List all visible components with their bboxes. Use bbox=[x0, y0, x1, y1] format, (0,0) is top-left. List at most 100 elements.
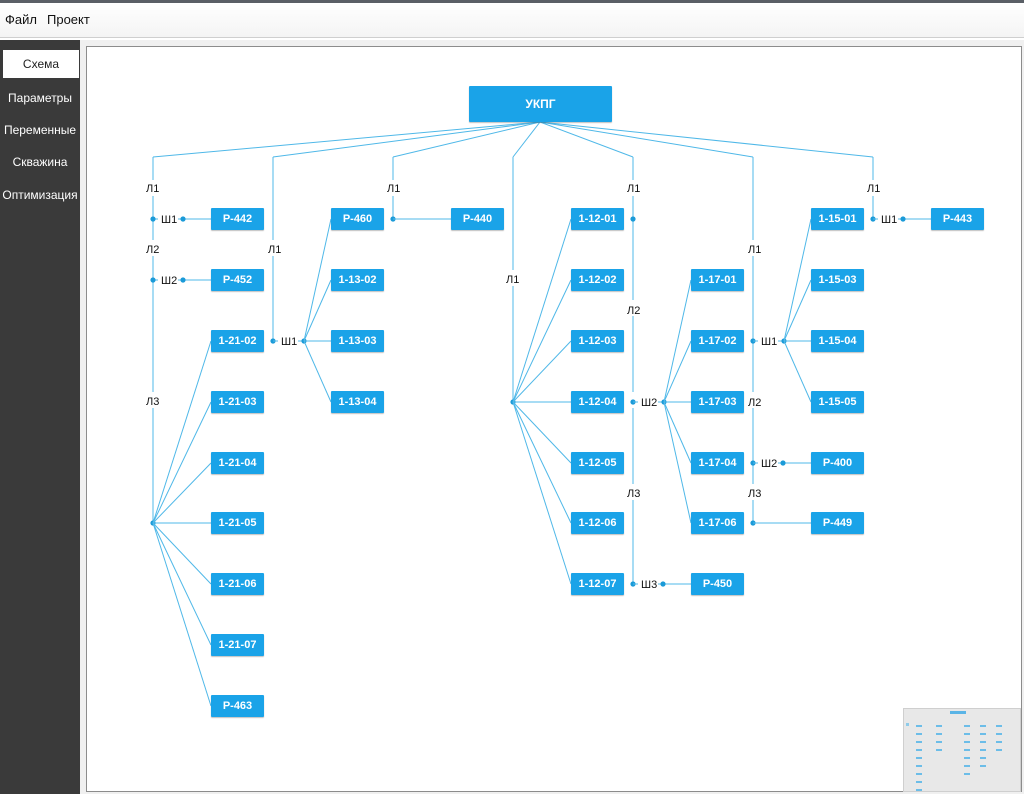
junction-dot bbox=[900, 216, 906, 222]
node-r440[interactable]: Р-440 bbox=[451, 208, 504, 230]
node-r442[interactable]: Р-442 bbox=[211, 208, 264, 230]
label-g-l1: Л1 bbox=[867, 183, 881, 195]
node-n1-17-06[interactable]: 1-17-06 bbox=[691, 512, 744, 534]
connector-32 bbox=[303, 279, 332, 342]
node-n1-21-04[interactable]: 1-21-04 bbox=[211, 452, 264, 474]
connector-55 bbox=[663, 401, 692, 524]
node-r449[interactable]: Р-449 bbox=[811, 512, 864, 534]
minimap-node bbox=[936, 741, 942, 743]
node-r460[interactable]: Р-460 bbox=[331, 208, 384, 230]
node-r463[interactable]: Р-463 bbox=[211, 695, 264, 717]
connector-23 bbox=[152, 462, 212, 524]
node-n1-15-03[interactable]: 1-15-03 bbox=[811, 269, 864, 291]
label-a-sh1: Ш1 bbox=[161, 214, 178, 226]
sidebar-item-parameters[interactable]: Параметры bbox=[8, 91, 72, 105]
menu-project[interactable]: Проект bbox=[47, 12, 90, 27]
node-n1-21-06[interactable]: 1-21-06 bbox=[211, 573, 264, 595]
menu-bar: Файл Проект bbox=[0, 3, 1024, 38]
node-n1-17-02[interactable]: 1-17-02 bbox=[691, 330, 744, 352]
minimap-node bbox=[906, 723, 909, 726]
label-b-l1: Л1 bbox=[268, 244, 282, 256]
node-root-ukpg[interactable]: УКПГ bbox=[469, 86, 612, 122]
junction-dot bbox=[630, 216, 636, 222]
label-e-l3: Л3 bbox=[627, 488, 641, 500]
minimap-node bbox=[916, 733, 922, 735]
menu-file[interactable]: Файл bbox=[5, 12, 37, 27]
connector-38 bbox=[512, 218, 572, 403]
minimap-node bbox=[964, 725, 970, 727]
minimap-node bbox=[996, 741, 1002, 743]
node-n1-17-03[interactable]: 1-17-03 bbox=[691, 391, 744, 413]
connector-52 bbox=[663, 340, 692, 403]
node-n1-12-01[interactable]: 1-12-01 bbox=[571, 208, 624, 230]
junction-dot bbox=[180, 216, 186, 222]
label-d-l1: Л1 bbox=[506, 274, 520, 286]
sidebar-item-scheme[interactable]: Схема bbox=[3, 50, 79, 78]
connector-12 bbox=[539, 121, 874, 158]
node-n1-12-02[interactable]: 1-12-02 bbox=[571, 269, 624, 291]
connector-43 bbox=[512, 401, 572, 524]
connector-54 bbox=[663, 401, 692, 464]
label-a-sh2: Ш2 bbox=[161, 275, 178, 287]
minimap-node bbox=[916, 725, 922, 727]
node-n1-12-03[interactable]: 1-12-03 bbox=[571, 330, 624, 352]
node-n1-12-04[interactable]: 1-12-04 bbox=[571, 391, 624, 413]
node-n1-12-07[interactable]: 1-12-07 bbox=[571, 573, 624, 595]
node-n1-17-01[interactable]: 1-17-01 bbox=[691, 269, 744, 291]
connector-44 bbox=[512, 401, 572, 585]
connector-63 bbox=[783, 218, 812, 342]
label-e-sh3: Ш3 bbox=[641, 579, 658, 591]
node-n1-15-05[interactable]: 1-15-05 bbox=[811, 391, 864, 413]
label-g-sh1: Ш1 bbox=[881, 214, 898, 226]
sidebar: Схема Параметры Переменные Скважина Опти… bbox=[0, 40, 80, 794]
node-n1-21-02[interactable]: 1-21-02 bbox=[211, 330, 264, 352]
connector-31 bbox=[303, 218, 332, 342]
minimap-node bbox=[980, 733, 986, 735]
connector-39 bbox=[512, 279, 572, 403]
junction-dot bbox=[180, 277, 186, 283]
minimap-node bbox=[980, 765, 986, 767]
node-n1-21-05[interactable]: 1-21-05 bbox=[211, 512, 264, 534]
connector-2 bbox=[272, 121, 541, 158]
node-n1-13-04[interactable]: 1-13-04 bbox=[331, 391, 384, 413]
node-n1-17-04[interactable]: 1-17-04 bbox=[691, 452, 744, 474]
node-n1-15-01[interactable]: 1-15-01 bbox=[811, 208, 864, 230]
label-f-l3: Л3 bbox=[748, 488, 762, 500]
minimap-node bbox=[916, 749, 922, 751]
node-r452[interactable]: Р-452 bbox=[211, 269, 264, 291]
minimap-node bbox=[996, 733, 1002, 735]
node-r400[interactable]: Р-400 bbox=[811, 452, 864, 474]
sidebar-item-optimization[interactable]: Оптимизация bbox=[2, 188, 78, 202]
node-n1-21-03[interactable]: 1-21-03 bbox=[211, 391, 264, 413]
minimap-node bbox=[980, 749, 986, 751]
connector-42 bbox=[512, 401, 572, 464]
minimap-node bbox=[964, 741, 970, 743]
node-r443[interactable]: Р-443 bbox=[931, 208, 984, 230]
window-top-border bbox=[0, 0, 1024, 3]
minimap-node bbox=[964, 765, 970, 767]
minimap-node bbox=[980, 741, 986, 743]
minimap-node bbox=[916, 781, 922, 783]
connector-4 bbox=[392, 121, 541, 158]
minimap-node bbox=[996, 749, 1002, 751]
minimap-node bbox=[980, 757, 986, 759]
sidebar-item-well[interactable]: Скважина bbox=[12, 155, 68, 169]
node-n1-21-07[interactable]: 1-21-07 bbox=[211, 634, 264, 656]
connector-26 bbox=[152, 522, 212, 646]
label-a-l1: Л1 bbox=[146, 183, 160, 195]
node-n1-15-04[interactable]: 1-15-04 bbox=[811, 330, 864, 352]
minimap-node bbox=[950, 711, 966, 714]
sidebar-item-variables[interactable]: Переменные bbox=[3, 123, 77, 137]
node-n1-12-06[interactable]: 1-12-06 bbox=[571, 512, 624, 534]
minimap-node bbox=[916, 757, 922, 759]
node-n1-12-05[interactable]: 1-12-05 bbox=[571, 452, 624, 474]
node-r450[interactable]: Р-450 bbox=[691, 573, 744, 595]
minimap[interactable] bbox=[903, 708, 1021, 792]
minimap-node bbox=[980, 725, 986, 727]
node-n1-13-02[interactable]: 1-13-02 bbox=[331, 269, 384, 291]
connector-25 bbox=[152, 522, 212, 585]
connector-66 bbox=[783, 340, 812, 403]
minimap-node bbox=[996, 725, 1002, 727]
minimap-node bbox=[936, 749, 942, 751]
node-n1-13-03[interactable]: 1-13-03 bbox=[331, 330, 384, 352]
